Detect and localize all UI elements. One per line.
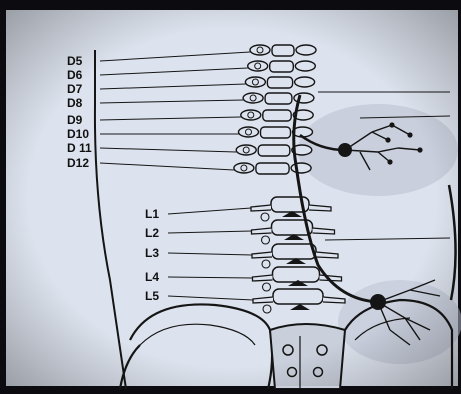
vignette xyxy=(6,10,458,386)
